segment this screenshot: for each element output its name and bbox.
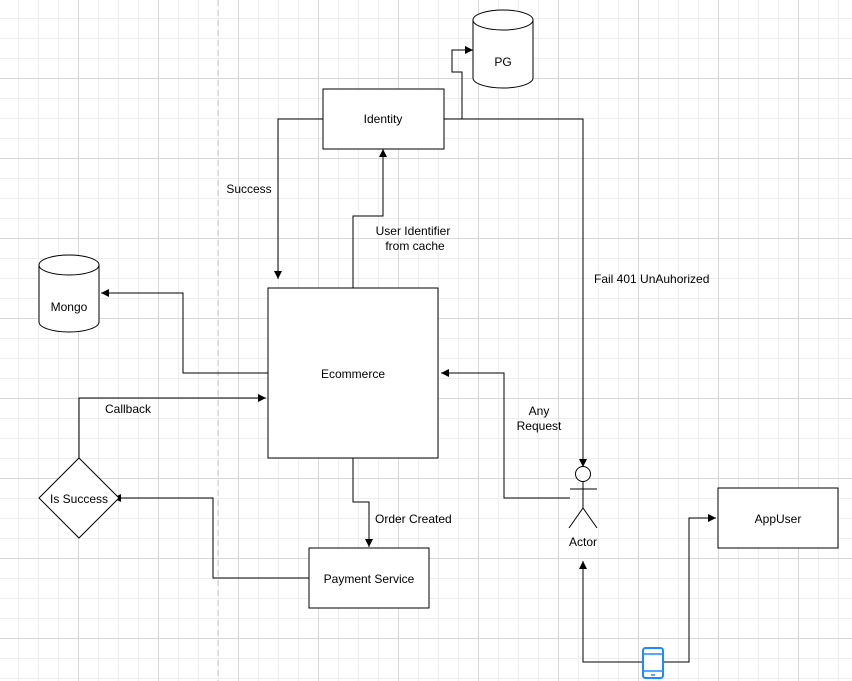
mongo-cylinder-shape xyxy=(38,265,100,333)
edge-identity-fail-to-actor[interactable] xyxy=(444,118,587,467)
payment-service-box xyxy=(308,547,430,609)
edge-label-order-created: Order Created xyxy=(375,512,452,526)
app-user-label: AppUser xyxy=(755,512,802,526)
edge-label-callback: Callback xyxy=(105,402,152,416)
edge-label-user-identifier-line1: User Identifier xyxy=(376,224,451,238)
pg-database-node[interactable]: PG xyxy=(472,9,534,89)
ecommerce-box xyxy=(267,287,439,459)
edge-label-user-identifier-line2: from cache xyxy=(385,239,445,253)
edge-label-any-request-line1: Any xyxy=(529,404,550,418)
edge-mobile-to-app-user[interactable] xyxy=(663,514,716,663)
pg-cylinder-shape xyxy=(472,20,534,89)
edge-label-success: Success xyxy=(226,182,271,196)
edge-mobile-to-actor[interactable] xyxy=(579,561,642,663)
mongo-label: Mongo xyxy=(51,300,88,314)
edge-ecommerce-order-created-to-payment[interactable] xyxy=(352,458,373,547)
edge-label-any-request-line2: Request xyxy=(517,419,562,433)
actor-node[interactable]: Actor xyxy=(568,466,598,550)
actor-label: Actor xyxy=(569,535,597,549)
mongo-database-node[interactable]: Mongo xyxy=(38,254,100,333)
app-user-box xyxy=(717,487,839,549)
pg-cylinder-top xyxy=(472,9,534,31)
ecommerce-label: Ecommerce xyxy=(321,367,385,381)
edge-ecommerce-to-identity[interactable] xyxy=(352,149,387,288)
mobile-phone-icon[interactable] xyxy=(642,647,664,679)
edge-payment-to-is-success[interactable] xyxy=(113,494,309,579)
mongo-cylinder-top xyxy=(38,254,100,276)
edge-is-success-callback-to-ecommerce[interactable] xyxy=(78,394,266,458)
app-user-node[interactable]: AppUser xyxy=(717,487,839,549)
edge-ecommerce-to-mongo[interactable] xyxy=(101,289,268,374)
identity-box xyxy=(322,88,445,150)
payment-service-node[interactable]: Payment Service xyxy=(308,547,430,609)
pg-label: PG xyxy=(494,55,511,69)
is-success-label: Is Success xyxy=(50,492,108,506)
edge-actor-any-request-to-ecommerce[interactable] xyxy=(441,369,570,499)
is-success-diamond xyxy=(38,457,120,539)
edge-label-fail-unauthorized: Fail 401 UnAuhorized xyxy=(594,272,709,286)
edge-identity-to-pg[interactable] xyxy=(451,46,473,119)
is-success-decision-node[interactable]: Is Success xyxy=(38,457,120,539)
payment-service-label: Payment Service xyxy=(324,572,415,586)
identity-node[interactable]: Identity xyxy=(322,88,445,150)
actor-stick-figure-icon xyxy=(568,466,598,529)
identity-label: Identity xyxy=(364,112,403,126)
edge-identity-success-to-ecommerce[interactable] xyxy=(274,118,323,279)
ecommerce-node[interactable]: Ecommerce xyxy=(267,287,439,459)
